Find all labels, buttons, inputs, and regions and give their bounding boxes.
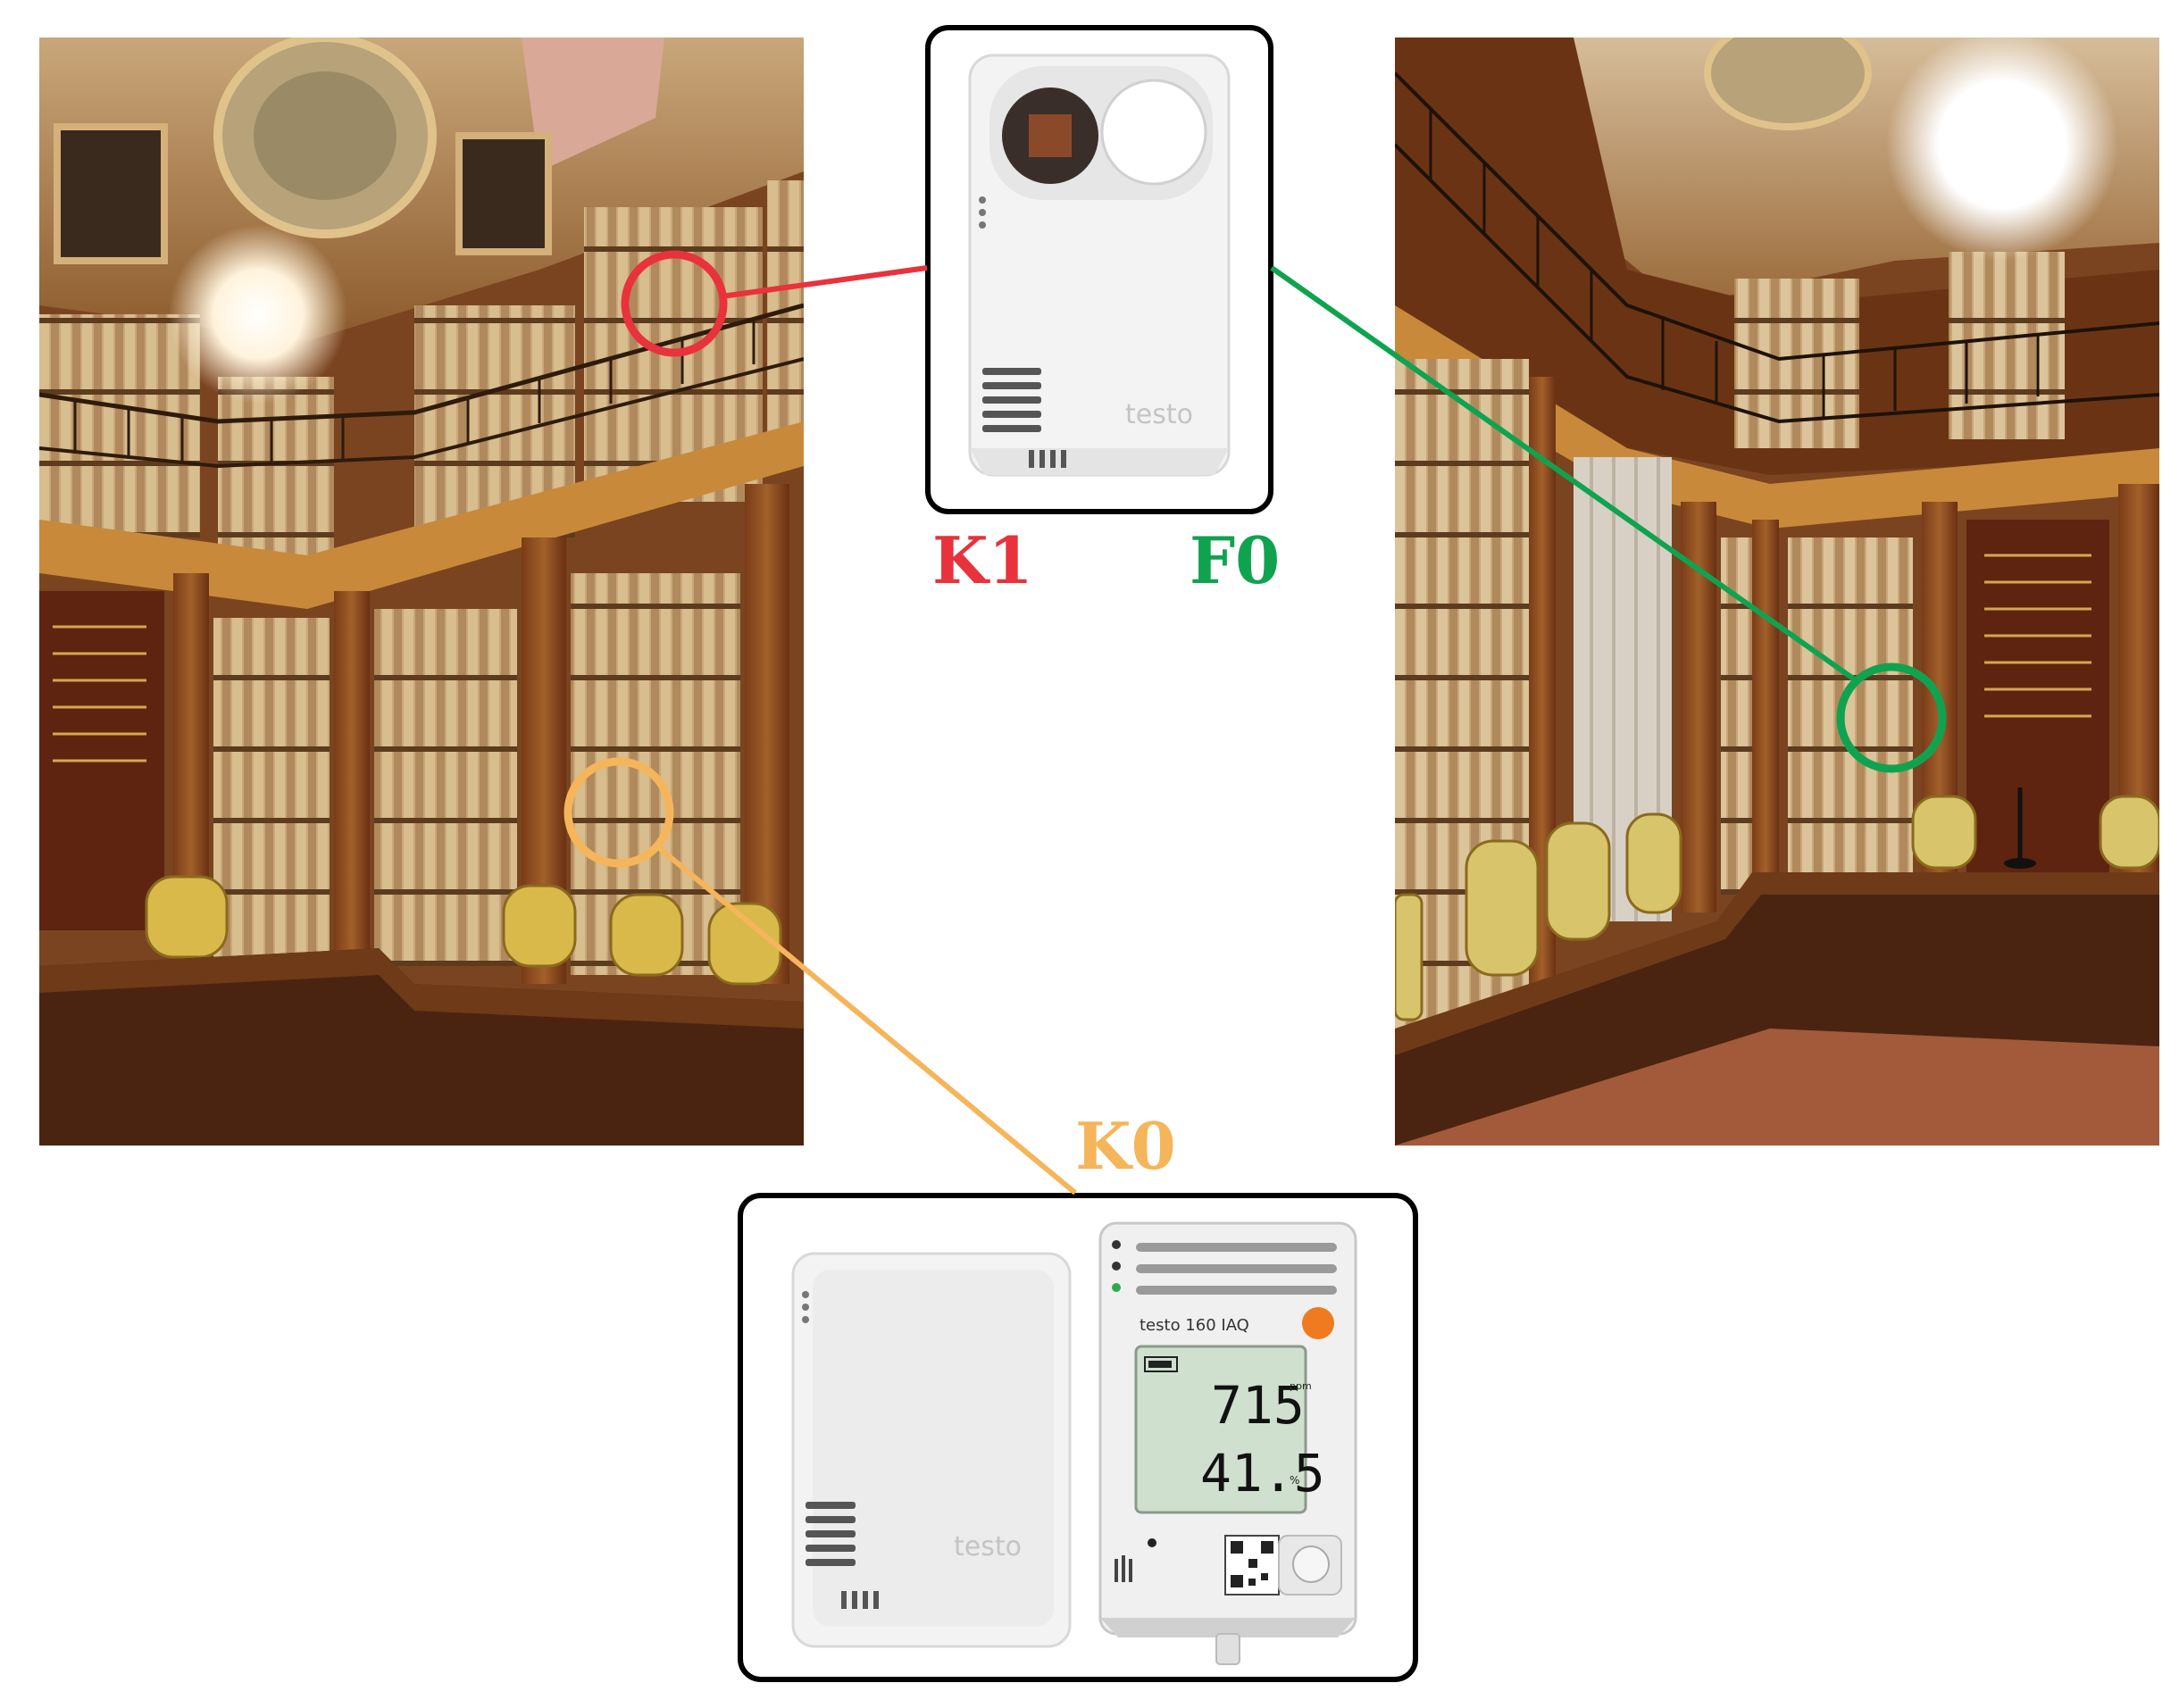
- library-photo-right: [1395, 37, 2159, 1146]
- f0-connector-line: [1270, 265, 1858, 683]
- battery-icon: [1144, 1356, 1178, 1372]
- vent-grille-icon: [982, 368, 1066, 468]
- data-logger-image: testo: [968, 54, 1231, 477]
- k1-location-marker: [621, 250, 728, 357]
- model-label: testo 160 IAQ: [1140, 1316, 1249, 1335]
- f0-location-marker: [1836, 662, 1947, 773]
- power-button-icon: [1292, 1546, 1330, 1583]
- unit-humidity: %: [1290, 1474, 1299, 1487]
- label-k0: K0: [1075, 1108, 1176, 1184]
- reading-co2: 715: [1211, 1375, 1305, 1436]
- lcd-display: [1134, 1345, 1307, 1514]
- brand-badge-icon: [1302, 1307, 1334, 1339]
- light-sensor-dome-icon: [1100, 79, 1207, 186]
- label-f0: F0: [1190, 522, 1281, 598]
- vent-grille-icon: [806, 1502, 879, 1609]
- unit-co2: ppm: [1290, 1380, 1312, 1392]
- label-k1: K1: [932, 522, 1033, 598]
- sensor-box-bottom: testo testo 160 IAQ 715 ppm 41.5 %: [738, 1193, 1418, 1682]
- k0-connector-line: [655, 844, 1077, 1196]
- sensor-box-top: testo: [925, 25, 1273, 514]
- k1-connector-line: [721, 265, 928, 299]
- sensor-pair-image: testo testo 160 IAQ 715 ppm 41.5 %: [791, 1221, 1357, 1665]
- library-photo-left: [39, 37, 804, 1146]
- brand-logo-logger: testo: [954, 1531, 1022, 1562]
- brand-logo-top: testo: [1125, 399, 1193, 430]
- reading-humidity: 41.5: [1200, 1443, 1325, 1504]
- k0-location-marker: [564, 757, 674, 868]
